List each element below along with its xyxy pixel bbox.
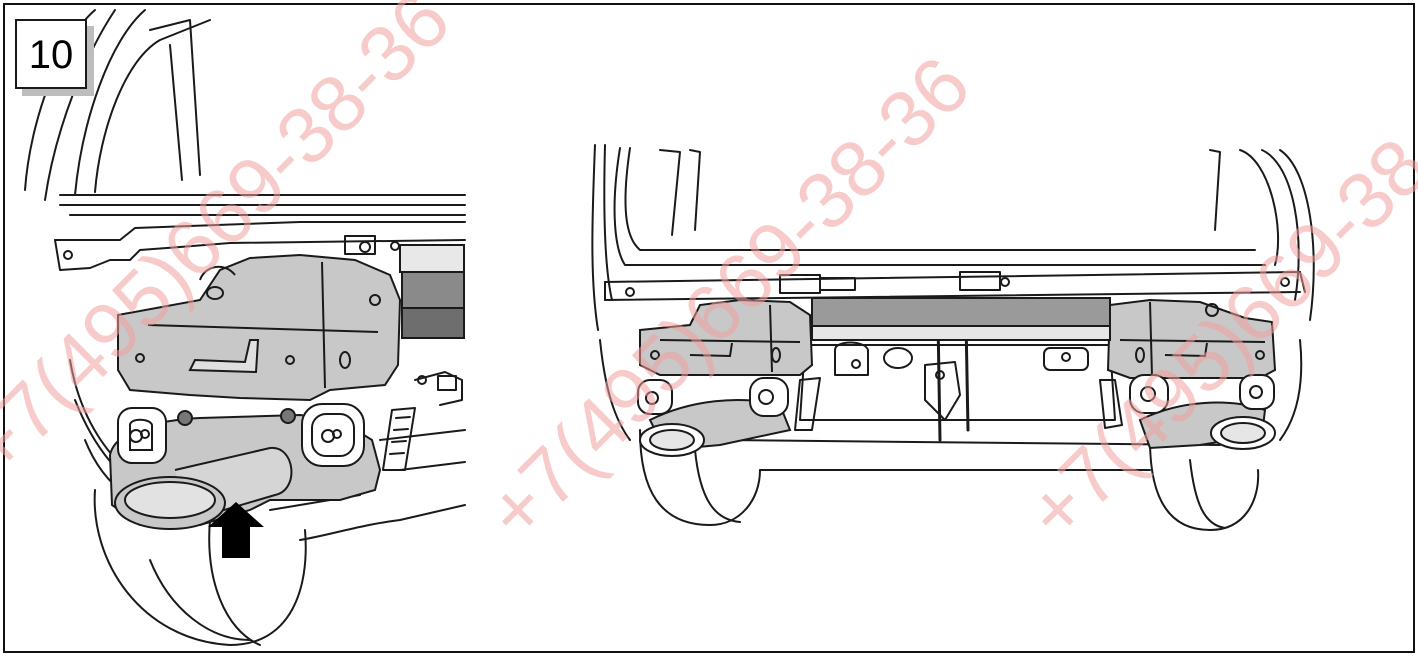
right-view-crossbar bbox=[811, 297, 1111, 327]
left-crossbar-section bbox=[401, 271, 465, 309]
left-exhaust-assembly bbox=[108, 403, 382, 530]
up-arrow-icon bbox=[208, 502, 264, 558]
right-view-left-bracket bbox=[639, 298, 814, 376]
outer-border bbox=[3, 3, 1415, 653]
step-badge bbox=[15, 19, 87, 89]
left-crossbar-top bbox=[399, 244, 465, 273]
step-number: 10 bbox=[29, 33, 74, 77]
right-view-bracket-details bbox=[650, 301, 1266, 377]
right-view-crossbar-lower bbox=[811, 325, 1111, 341]
right-view-exhausts bbox=[637, 374, 1276, 457]
left-crossbar-lower bbox=[401, 307, 465, 339]
left-bracket-details bbox=[135, 261, 381, 389]
